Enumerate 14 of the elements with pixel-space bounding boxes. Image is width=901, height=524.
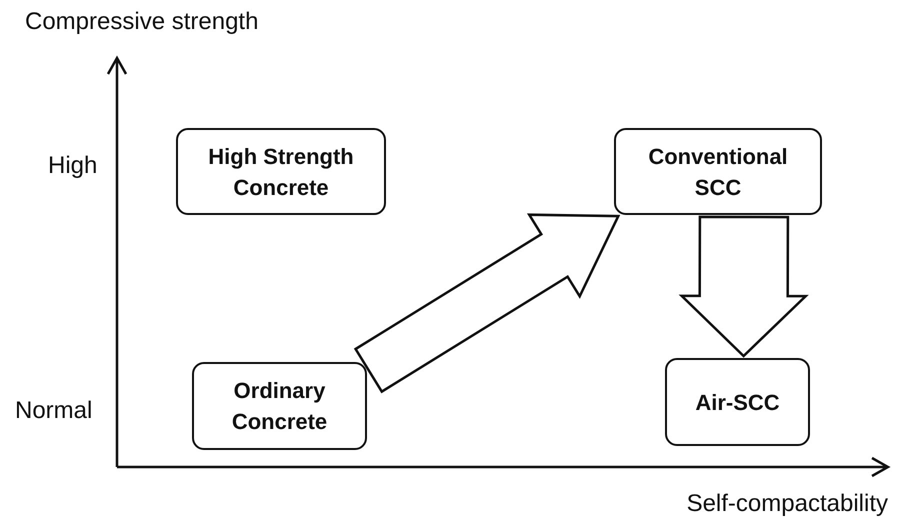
node-label: Conventional SCC bbox=[647, 142, 789, 202]
rounded-box bbox=[614, 128, 822, 215]
block-arrow bbox=[354, 213, 620, 394]
node-label: High Strength Concrete bbox=[207, 142, 355, 202]
axis-title: Compressive strength bbox=[25, 8, 258, 36]
node-label: Air-SCC bbox=[695, 388, 780, 416]
rounded-box bbox=[176, 128, 386, 215]
rounded-box bbox=[665, 358, 810, 446]
rounded-box bbox=[192, 362, 367, 450]
block-arrow bbox=[678, 216, 809, 358]
axis-title: Self-compactability bbox=[686, 490, 888, 518]
axis-tick-label: Normal bbox=[15, 397, 92, 425]
axis-tick-label: High bbox=[48, 152, 98, 180]
node-label: Ordinary Concrete bbox=[230, 377, 328, 436]
